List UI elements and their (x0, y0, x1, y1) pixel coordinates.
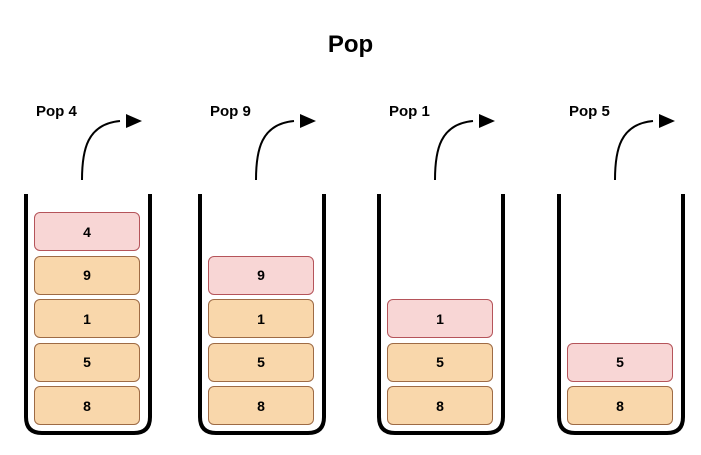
pop-arrow (434, 120, 474, 181)
pop-arrow-head (479, 114, 495, 128)
stack-label: Pop 1 (389, 103, 430, 120)
popped-element: 5 (567, 342, 673, 382)
popped-element: 9 (208, 255, 314, 295)
stack-label: Pop 4 (36, 103, 77, 120)
stack-element: 1 (208, 299, 314, 338)
stack-element: 5 (387, 342, 493, 382)
pop-arrow-head (126, 114, 142, 128)
stack-container (557, 194, 685, 435)
stack-element: 5 (34, 342, 140, 382)
stack-element: 8 (387, 386, 493, 425)
stack-container (377, 194, 505, 435)
popped-element: 1 (387, 299, 493, 338)
stack-element: 8 (34, 386, 140, 425)
pop-arrow-head (659, 114, 675, 128)
stack-element: 9 (34, 255, 140, 295)
stack-container (198, 194, 326, 435)
pop-arrow (614, 120, 654, 181)
pop-arrow (255, 120, 295, 181)
pop-arrow (81, 120, 121, 181)
stack-element: 1 (34, 299, 140, 338)
stack-element: 8 (208, 386, 314, 425)
pop-arrow-head (300, 114, 316, 128)
popped-element: 4 (34, 212, 140, 251)
stack-element: 8 (567, 386, 673, 425)
stack-label: Pop 5 (569, 103, 610, 120)
stack-element: 5 (208, 342, 314, 382)
stack-container (24, 194, 152, 435)
diagram-title: Pop (327, 31, 374, 58)
stack-label: Pop 9 (210, 103, 251, 120)
